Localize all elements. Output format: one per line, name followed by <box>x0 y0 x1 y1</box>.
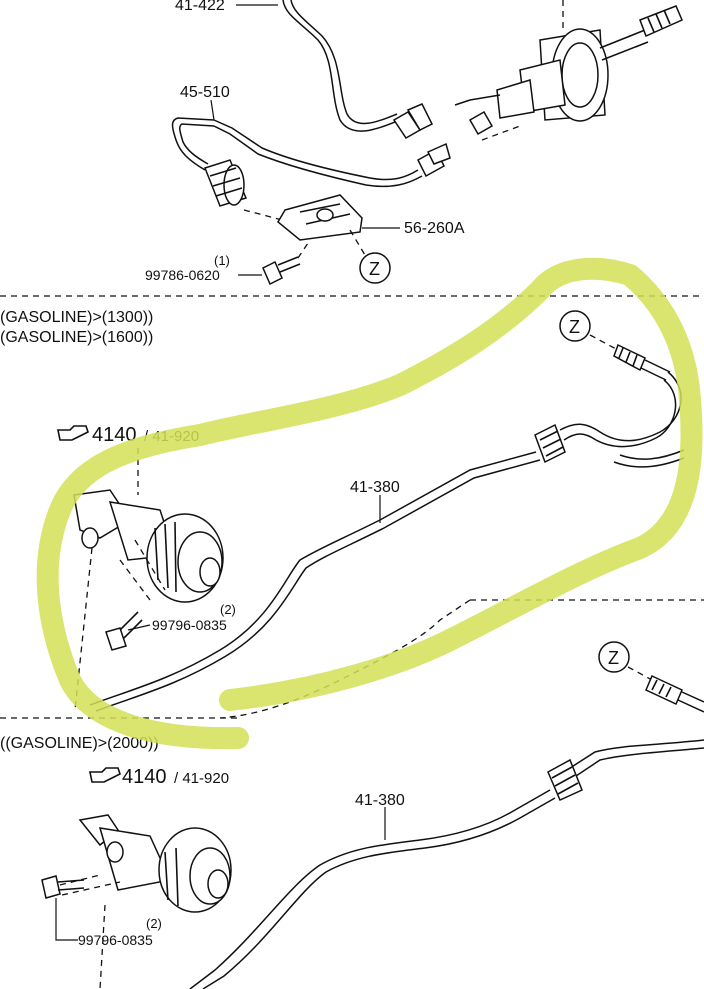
pipe-end-fitting-mid <box>613 343 671 381</box>
ref-4140-bottom: 4140 <box>122 766 167 788</box>
ref-hand-icon-bottom <box>89 767 121 783</box>
label-bolt-mid: 99796-0835 <box>152 617 227 633</box>
pipe-41-380-mid <box>89 451 541 712</box>
ref-hand-icon-mid <box>57 425 89 441</box>
hose-clamp-mid <box>534 423 566 464</box>
hose-fitting-left <box>204 159 248 207</box>
z-marker-bottom <box>598 641 630 673</box>
label-56-260a: 56-260A <box>404 220 465 237</box>
label-41-380-bottom: 41-380 <box>355 792 405 809</box>
svg-text:Z: Z <box>608 648 619 668</box>
svg-text:Z: Z <box>569 317 580 337</box>
bolt-99796-0835-bottom <box>41 875 85 899</box>
hose-45-510 <box>171 117 423 188</box>
bracket-56-260a <box>277 194 363 241</box>
pipe-end-fitting-bottom <box>645 674 704 713</box>
svg-text:Z: Z <box>369 259 380 279</box>
pipe-41-422 <box>282 0 398 132</box>
label-45-510: 45-510 <box>180 84 230 101</box>
variant-1300: (GASOLINE)>(1300)) <box>0 309 153 326</box>
z-marker-mid <box>559 310 591 342</box>
release-cylinder-bottom <box>78 814 232 913</box>
pipe-41-380-bottom <box>189 789 556 989</box>
label-bolt-bottom-qty: (2) <box>146 916 162 931</box>
fitting-41-422 <box>392 103 434 139</box>
master-cylinder <box>454 5 683 122</box>
label-bolt-mid-qty: (2) <box>220 602 236 617</box>
hose-clamp-bottom <box>547 758 583 801</box>
label-bolt-top: 99786-0620 <box>145 267 220 283</box>
label-bolt-top-qty: (1) <box>214 253 230 268</box>
ref-41-920-bottom: / 41-920 <box>174 770 229 787</box>
variant-2000: ((GASOLINE)>(2000)) <box>0 735 159 752</box>
highlight-marker <box>36 257 703 750</box>
label-41-380-mid: 41-380 <box>350 479 400 496</box>
hose-fitting-right <box>417 142 451 178</box>
bolt-99786-0620 <box>262 256 301 286</box>
label-41-422: 41-422 <box>175 0 225 14</box>
ref-4140-mid: 4140 <box>92 424 137 446</box>
bolt-99796-0835-mid <box>105 611 143 651</box>
variant-1600: (GASOLINE)>(1600)) <box>0 329 153 346</box>
label-bolt-bottom: 99796-0835 <box>78 932 153 948</box>
hand-pointer-icon <box>57 425 89 441</box>
release-cylinder-mid <box>73 489 224 603</box>
z-marker-top <box>359 252 391 284</box>
hand-pointer-icon <box>89 767 121 783</box>
